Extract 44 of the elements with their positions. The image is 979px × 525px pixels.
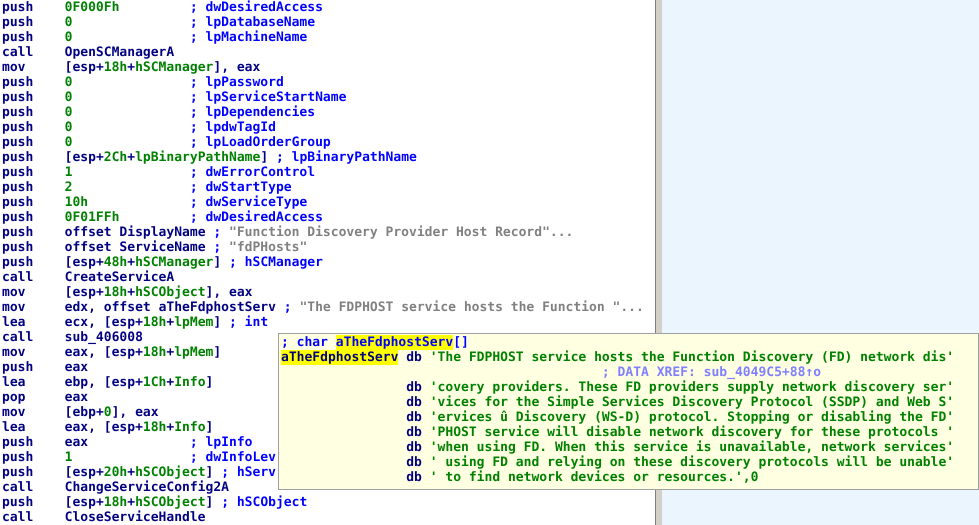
code-line: lea ebp, [esp+1Ch+Info] <box>2 375 214 390</box>
code-line: push eax ; lpInfo <box>2 435 252 450</box>
code-line: db 'vices for the Simple Services Discovery Protocol (SSDP) and Web S' <box>405 395 954 410</box>
code-line: push [esp+2Ch+lpBinaryPathName] ; lpBinaryPathName <box>2 150 417 165</box>
code-line: push 2 ; dwStartType <box>2 180 292 195</box>
code-line: push [esp+18h+hSCObject] ; hSCObject <box>2 495 308 510</box>
code-line: pop eax <box>2 390 88 405</box>
code-line: push 1 ; dwErrorControl <box>2 165 316 180</box>
code-line: mov [ebp+0], eax <box>2 405 159 420</box>
code-line: call CreateServiceA <box>2 270 174 285</box>
code-line: push 0 ; lpMachineName <box>2 30 308 45</box>
code-line: db 'PHOST service will disable network discovery for these protocols ' <box>405 425 954 440</box>
code-line: push offset DisplayName ; "Function Discovery Provider Host Record"... <box>2 225 574 240</box>
code-line: push 0 ; lpDependencies <box>2 105 316 120</box>
code-line: aTheFdphostServ db 'The FDPHOST service hosts the Function Discovery (FD) network dis' <box>281 350 954 365</box>
code-line: push 0F000Fh ; dwDesiredAccess <box>2 0 323 15</box>
code-line: push 0 ; lpLoadOrderGroup <box>2 135 331 150</box>
code-line: call ChangeServiceConfig2A <box>2 480 229 495</box>
code-line: call CloseServiceHandle <box>2 510 206 525</box>
code-line: ; char aTheFdphostServ[] <box>281 335 469 350</box>
code-line: mov [esp+18h+hSCManager], eax <box>2 60 260 75</box>
code-line: db ' using FD and relying on these discovery protocols will be unable' <box>405 455 954 470</box>
code-line: push offset ServiceName ; "fdPHosts" <box>2 240 308 255</box>
code-line: push 0 ; lpDatabaseName <box>2 15 316 30</box>
code-line: push eax <box>2 360 88 375</box>
code-line: mov eax, [esp+18h+lpMem] <box>2 345 222 360</box>
code-line: db 'covery providers. These FD providers supply network discovery ser' <box>405 380 954 395</box>
code-line: lea eax, [esp+18h+Info] <box>2 420 214 435</box>
code-line: ; DATA XREF: sub_4049C5+88↑o <box>600 365 822 380</box>
code-line: call OpenSCManagerA <box>2 45 174 60</box>
code-line: call sub_406008 <box>2 330 143 345</box>
code-line: push 0F01FFh ; dwDesiredAccess <box>2 210 323 225</box>
code-line: lea ecx, [esp+18h+lpMem] ; int <box>2 315 268 330</box>
code-line: mov edx, offset aTheFdphostServ ; "The FDPHOST service hosts the Function "... <box>2 300 644 315</box>
code-line: db ' to find network devices or resources.',0 <box>405 470 758 485</box>
code-line: mov [esp+18h+hSCObject], eax <box>2 285 252 300</box>
code-line: db 'when using FD. When this service is unavailable, network services' <box>405 440 954 455</box>
tooltip-popup <box>278 333 979 490</box>
code-line: push 0 ; lpServiceStartName <box>2 90 346 105</box>
code-line: push 0 ; lpdwTagId <box>2 120 276 135</box>
code-line: db 'ervices û Discovery (WS-D) protocol. Stopping or disabling the FD' <box>405 410 954 425</box>
code-line: push 10h ; dwServiceType <box>2 195 308 210</box>
code-line: push 0 ; lpPassword <box>2 75 284 90</box>
code-line: push [esp+48h+hSCManager] ; hSCManager <box>2 255 323 270</box>
